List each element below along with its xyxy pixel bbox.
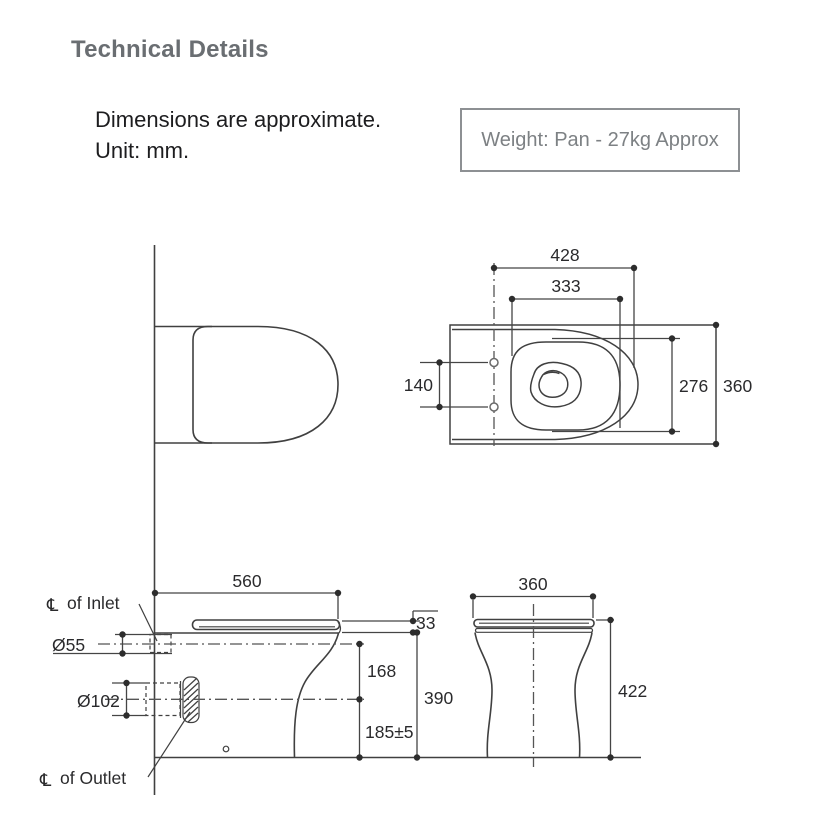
dim-390: 390 xyxy=(424,688,453,708)
centerline-symbol: ℄ xyxy=(39,770,52,790)
centerline-symbol: ℄ xyxy=(46,595,59,615)
pan-side-view-dimensions xyxy=(53,592,438,758)
note-line-2: Unit: mm. xyxy=(95,138,190,163)
outlet-label-text: of Outlet xyxy=(60,768,126,788)
dim-185: 185±5 xyxy=(365,722,414,742)
pan-front-view-dim-dots xyxy=(469,593,614,761)
dim-360-top: 360 xyxy=(723,376,752,396)
bowl-hole-inner xyxy=(538,369,569,399)
fixing-frame-outline xyxy=(449,324,717,445)
seat-ring-outline xyxy=(510,341,621,431)
weight-note-box: Weight: Pan - 27kg Approx xyxy=(460,108,740,172)
note-line-1: Dimensions are approximate. xyxy=(95,107,382,132)
dim-360-front: 360 xyxy=(518,574,547,594)
dim-inlet-diameter: Ø55 xyxy=(52,635,85,655)
pan-rim-outline xyxy=(452,328,639,441)
pan-top-view-dim-dots xyxy=(436,264,720,448)
fixing-hole xyxy=(489,402,499,412)
body-detail-hole xyxy=(222,745,230,753)
dim-168: 168 xyxy=(367,661,396,681)
pan-side-view xyxy=(98,603,364,778)
body-left-profile xyxy=(474,632,493,758)
bowl-hole-outer xyxy=(529,361,582,408)
wall-and-floor-lines xyxy=(153,245,641,795)
outlet-flange xyxy=(182,676,200,724)
dim-outlet-diameter: Ø102 xyxy=(77,691,120,711)
inlet-label-text: of Inlet xyxy=(67,593,120,613)
dim-428: 428 xyxy=(550,245,579,265)
dim-276: 276 xyxy=(679,376,708,396)
pan-front-view-dimensions xyxy=(472,595,614,758)
dim-422: 422 xyxy=(618,681,647,701)
outlet-centerline-label: ℄ of Outlet xyxy=(39,768,126,790)
outlet-leader-line xyxy=(147,711,191,778)
dim-560: 560 xyxy=(232,571,261,591)
dim-140: 140 xyxy=(404,375,433,395)
dim-33: 33 xyxy=(416,613,435,633)
page-title: Technical Details xyxy=(71,36,269,63)
pan-top-view xyxy=(449,263,717,446)
seat-outline xyxy=(192,325,339,444)
seat-side-profile xyxy=(191,619,341,631)
bowl-hole-rim-detail xyxy=(543,371,560,376)
inlet-centerline-label: ℄ of Inlet xyxy=(46,593,120,615)
dim-333: 333 xyxy=(551,276,580,296)
pan-front-view xyxy=(473,604,595,767)
body-right-profile xyxy=(574,632,593,758)
dimension-note: Dimensions are approximate. Unit: mm. xyxy=(95,104,381,166)
pan-top-view-dimensions xyxy=(420,267,680,433)
fixing-hole xyxy=(489,357,499,368)
pan-back-profile xyxy=(293,632,340,758)
weight-note-text: Weight: Pan - 27kg Approx xyxy=(481,128,719,151)
seat-top-view xyxy=(155,325,339,444)
pan-side-view-dim-dots xyxy=(119,589,421,761)
